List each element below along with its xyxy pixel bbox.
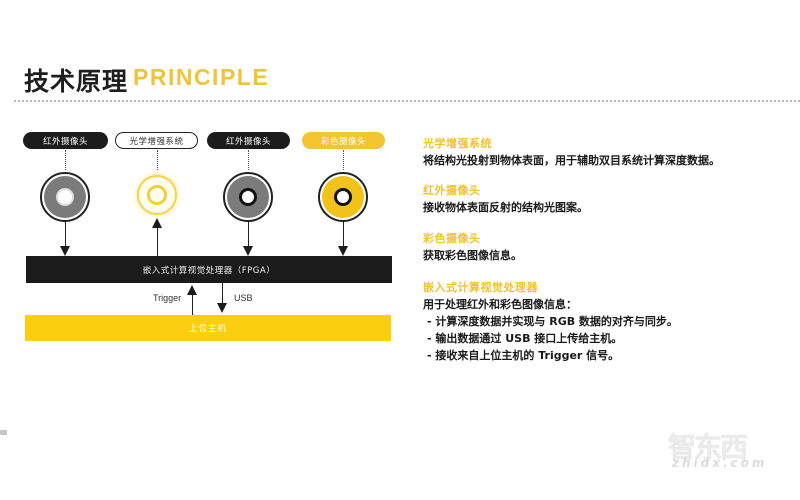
color-camera-icon — [318, 172, 368, 222]
desc-color-camera: 彩色摄像头 获取彩色图像信息。 — [423, 231, 522, 264]
host-computer-block: 上位主机 — [25, 315, 391, 341]
desc-heading: 红外摄像头 — [423, 184, 481, 197]
ir-camera-icon — [223, 172, 273, 222]
desc-bullet: - 输出数据通过 USB 接口上传给主机。 — [427, 332, 623, 345]
trigger-line — [192, 293, 193, 315]
label-ir-camera-right: 红外摄像头 — [207, 132, 290, 149]
arrow-down-icon — [60, 246, 70, 256]
host-label: 上位主机 — [188, 324, 227, 334]
arrow-down-icon — [243, 246, 253, 256]
desc-heading: 光学增强系统 — [423, 137, 492, 150]
label-optical-system: 光学增强系统 — [115, 132, 198, 149]
desc-heading: 嵌入式计算视觉处理器 — [423, 281, 538, 294]
edge-mark — [0, 430, 7, 435]
arrow-down-icon — [338, 246, 348, 256]
usb-line — [222, 283, 223, 305]
usb-label: USB — [234, 293, 253, 303]
connector-dotted — [343, 150, 344, 170]
arrow-line — [248, 222, 249, 248]
ir-camera-icon — [40, 172, 90, 222]
desc-body: 将结构光投射到物体表面，用于辅助双目系统计算深度数据。 — [423, 154, 720, 167]
title-divider — [14, 100, 800, 102]
desc-bullet: - 接收来自上位主机的 Trigger 信号。 — [427, 349, 620, 362]
desc-bullet: - 计算深度数据并实现与 RGB 数据的对齐与同步。 — [427, 315, 678, 328]
arrow-up-icon — [187, 285, 197, 295]
connector-dotted — [248, 150, 249, 170]
arrow-line — [343, 222, 344, 248]
page-title-en: PRINCIPLE — [133, 64, 270, 90]
desc-body: 用于处理红外和彩色图像信息： — [423, 298, 577, 311]
desc-processor: 嵌入式计算视觉处理器 用于处理红外和彩色图像信息： - 计算深度数据并实现与 R… — [423, 280, 678, 364]
page-title-cn: 技术原理 — [24, 67, 129, 96]
optical-projector-icon — [137, 175, 177, 215]
fpga-processor-block: 嵌入式计算视觉处理器（FPGA） — [26, 256, 392, 283]
desc-optical-system: 光学增强系统 将结构光投射到物体表面，用于辅助双目系统计算深度数据。 — [423, 136, 720, 169]
label-color-camera: 彩色摄像头 — [302, 132, 385, 149]
fpga-label: 嵌入式计算视觉处理器（FPGA） — [142, 265, 276, 276]
watermark-cn: 智东西 — [668, 431, 748, 464]
arrow-up-icon — [152, 218, 162, 228]
trigger-label: Trigger — [153, 293, 182, 303]
arrow-line — [157, 225, 158, 256]
connector-dotted — [157, 150, 158, 170]
desc-body: 接收物体表面反射的结构光图案。 — [423, 201, 588, 214]
label-ir-camera-left: 红外摄像头 — [23, 132, 108, 149]
arrow-down-icon — [217, 303, 227, 313]
connector-dotted — [65, 150, 66, 170]
arrow-line — [65, 222, 66, 248]
watermark-logo: 智东西 zhidx.com — [668, 426, 786, 476]
watermark-en: zhidx.com — [672, 456, 768, 470]
desc-body: 获取彩色图像信息。 — [423, 249, 522, 262]
desc-ir-camera: 红外摄像头 接收物体表面反射的结构光图案。 — [423, 183, 588, 216]
desc-heading: 彩色摄像头 — [423, 232, 481, 245]
